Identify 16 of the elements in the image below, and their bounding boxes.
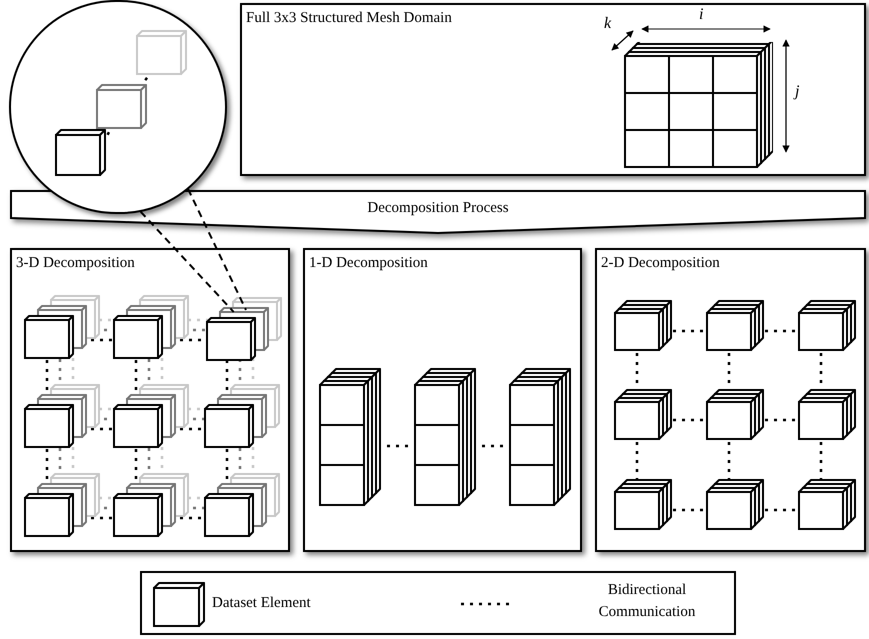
banner-label: Decomposition Process bbox=[367, 199, 509, 218]
mesh-domain-panel bbox=[240, 3, 866, 176]
panel-title: 2-D Decomposition bbox=[601, 254, 720, 273]
legend-label: Bidirectional Communication bbox=[598, 581, 696, 622]
axis-label: i bbox=[699, 7, 704, 23]
leader-line bbox=[187, 188, 247, 310]
axis-label: j bbox=[795, 84, 800, 100]
panel-title: 3-D Decomposition bbox=[16, 254, 135, 273]
decomposition-panel bbox=[10, 248, 290, 552]
panel-title: Full 3x3 Structured Mesh Domain bbox=[246, 9, 452, 28]
panel-title: 1-D Decomposition bbox=[309, 254, 428, 273]
legend-label: Dataset Element bbox=[212, 594, 311, 613]
decomposition-panel bbox=[595, 248, 866, 552]
leader-line bbox=[140, 210, 234, 313]
decomposition-panel bbox=[303, 248, 582, 552]
axis-label: k bbox=[604, 16, 612, 32]
